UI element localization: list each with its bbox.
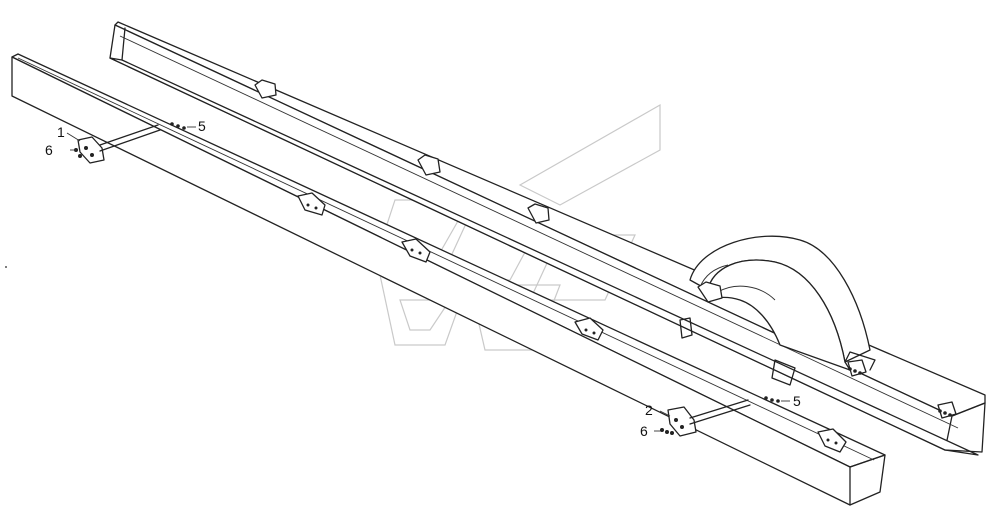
bracket	[297, 192, 326, 216]
front-frame-rail	[11, 53, 886, 506]
callout-labels: 1 6 5 2 6 5	[45, 118, 801, 439]
callout-6-lower: 6	[640, 423, 648, 439]
bracket-assembly-2	[654, 396, 790, 437]
callout-6-upper: 6	[45, 142, 53, 158]
bracket	[417, 154, 441, 176]
stray-mark	[5, 266, 7, 268]
bracket	[401, 238, 431, 263]
callout-2: 2	[645, 402, 653, 418]
rear-frame-rail	[109, 21, 986, 456]
callout-1: 1	[57, 124, 65, 140]
bracket	[847, 359, 867, 377]
front-rail-brackets	[297, 192, 957, 453]
bracket	[817, 428, 847, 453]
callout-5-upper: 5	[198, 118, 206, 134]
bracket	[254, 79, 277, 99]
rail-bolts	[306, 203, 952, 445]
bracket-assembly-1	[66, 122, 196, 164]
rear-rail-brackets	[254, 79, 723, 303]
bracket	[697, 281, 723, 303]
bracket	[937, 401, 957, 419]
callout-5-lower: 5	[793, 393, 801, 409]
bracket	[527, 203, 550, 224]
bracket	[574, 317, 604, 341]
